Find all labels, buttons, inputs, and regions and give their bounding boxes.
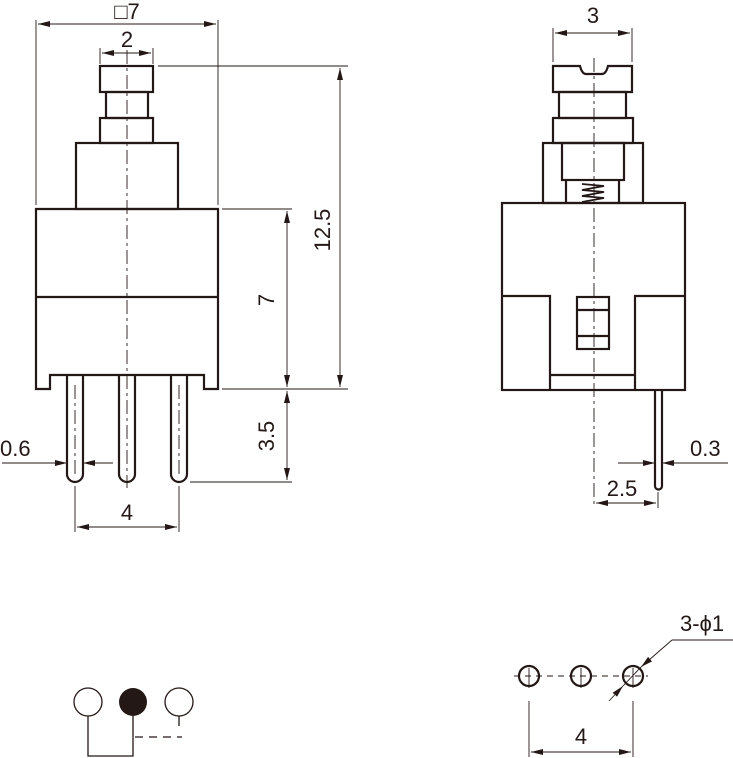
pin-pitch-label: 4 — [121, 500, 133, 525]
pin-length-label: 3.5 — [254, 421, 279, 452]
side-button-width-label: 3 — [587, 3, 599, 28]
hole-label: 3-ϕ1 — [680, 611, 724, 636]
button-width-label: 2 — [121, 27, 133, 52]
pin-width-label: 0.6 — [0, 436, 31, 461]
schematic — [73, 687, 194, 757]
width-label: □7 — [114, 0, 140, 24]
body-height-label: 7 — [254, 294, 279, 306]
front-view: □7 2 12.5 7 3.5 0.6 4 — [0, 0, 348, 532]
pcb-layout: 3-ϕ1 4 — [514, 611, 733, 757]
spring-icon — [581, 183, 605, 203]
pcb-pitch-label: 4 — [575, 724, 587, 749]
pin-thickness-label: 0.3 — [690, 436, 721, 461]
side-view: 3 0.3 2.5 — [500, 3, 728, 508]
pin-offset-label: 2.5 — [607, 476, 638, 501]
total-height-label: 12.5 — [310, 209, 335, 252]
